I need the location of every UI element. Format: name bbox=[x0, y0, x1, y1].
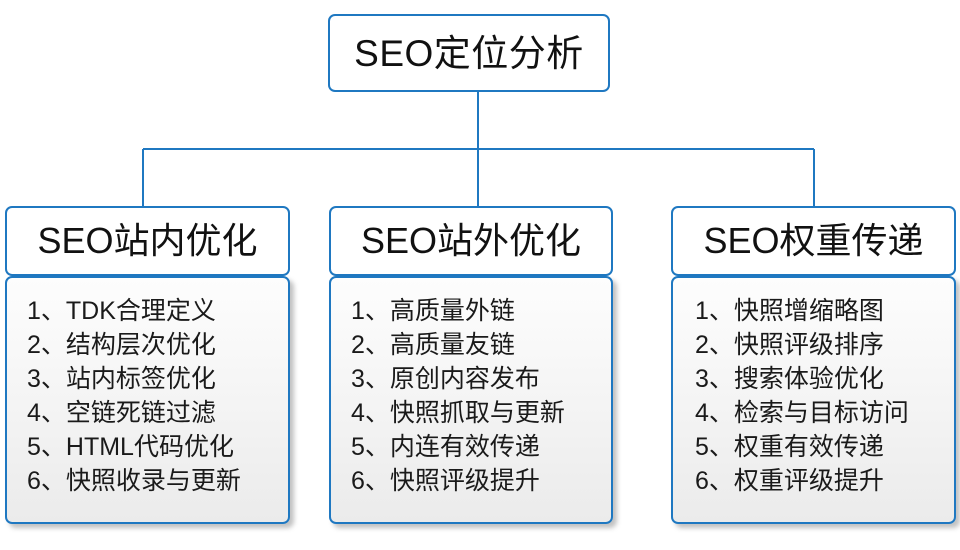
list-item: 6、快照收录与更新 bbox=[27, 467, 241, 495]
list-item: 3、原创内容发布 bbox=[351, 365, 540, 393]
list-item: 1、快照增缩略图 bbox=[695, 297, 884, 325]
branch-header-label: SEO权重传递 bbox=[703, 220, 924, 261]
list-item: 6、快照评级提升 bbox=[351, 467, 540, 495]
root-node-label: SEO定位分析 bbox=[354, 32, 584, 74]
list-item: 2、高质量友链 bbox=[351, 331, 515, 359]
list-item: 1、高质量外链 bbox=[351, 297, 515, 325]
branch-header-off-site[interactable]: SEO站外优化 bbox=[329, 206, 613, 276]
list-item: 6、权重评级提升 bbox=[695, 467, 884, 495]
list-item: 5、HTML代码优化 bbox=[27, 433, 234, 461]
list-item: 4、空链死链过滤 bbox=[27, 399, 216, 427]
branch-body-off-site: 1、高质量外链 2、高质量友链 3、原创内容发布 4、快照抓取与更新 5、内连有… bbox=[329, 276, 613, 524]
branch-body-weight-transfer: 1、快照增缩略图 2、快照评级排序 3、搜索体验优化 4、检索与目标访问 5、权… bbox=[671, 276, 956, 524]
list-item: 4、快照抓取与更新 bbox=[351, 399, 565, 427]
list-item: 2、快照评级排序 bbox=[695, 331, 884, 359]
branch-list-off-site: 1、高质量外链 2、高质量友链 3、原创内容发布 4、快照抓取与更新 5、内连有… bbox=[331, 294, 611, 498]
list-item: 3、站内标签优化 bbox=[27, 365, 216, 393]
list-item: 5、权重有效传递 bbox=[695, 433, 884, 461]
list-item: 5、内连有效传递 bbox=[351, 433, 540, 461]
branch-off-site: SEO站外优化 1、高质量外链 2、高质量友链 3、原创内容发布 4、快照抓取与… bbox=[329, 206, 613, 524]
branch-body-on-site: 1、TDK合理定义 2、结构层次优化 3、站内标签优化 4、空链死链过滤 5、H… bbox=[5, 276, 290, 524]
branch-header-label: SEO站内优化 bbox=[37, 220, 258, 261]
list-item: 3、搜索体验优化 bbox=[695, 365, 884, 393]
list-item: 4、检索与目标访问 bbox=[695, 399, 909, 427]
branch-header-label: SEO站外优化 bbox=[360, 220, 582, 261]
branch-list-on-site: 1、TDK合理定义 2、结构层次优化 3、站内标签优化 4、空链死链过滤 5、H… bbox=[7, 294, 288, 498]
branch-header-weight-transfer[interactable]: SEO权重传递 bbox=[671, 206, 956, 276]
branch-header-on-site[interactable]: SEO站内优化 bbox=[5, 206, 290, 276]
list-item: 1、TDK合理定义 bbox=[27, 297, 216, 325]
branch-on-site: SEO站内优化 1、TDK合理定义 2、结构层次优化 3、站内标签优化 4、空链… bbox=[5, 206, 290, 524]
branch-list-weight-transfer: 1、快照增缩略图 2、快照评级排序 3、搜索体验优化 4、检索与目标访问 5、权… bbox=[673, 294, 954, 498]
list-item: 2、结构层次优化 bbox=[27, 331, 216, 359]
root-node-seo-positioning-analysis[interactable]: SEO定位分析 bbox=[328, 14, 610, 92]
branch-weight-transfer: SEO权重传递 1、快照增缩略图 2、快照评级排序 3、搜索体验优化 4、检索与… bbox=[671, 206, 956, 524]
